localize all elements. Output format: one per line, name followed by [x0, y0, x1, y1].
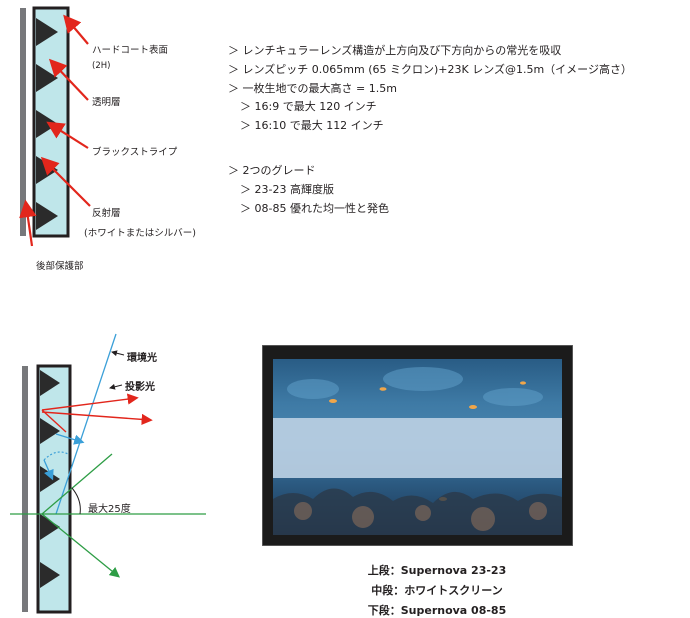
transparent-layer-label: 透明層	[92, 97, 121, 108]
grades-title: ＞ 2つのグレード	[228, 164, 316, 177]
reef-scene	[273, 367, 562, 535]
grade-item: ＞ 23-23 高輝度版	[240, 183, 334, 196]
black-stripe-label: ブラックストライプ	[92, 147, 178, 158]
ambient-ray	[55, 333, 117, 515]
rear-layer	[22, 366, 28, 612]
white-screen-band	[273, 418, 562, 478]
reflective-layer-label: 反射層	[92, 208, 121, 219]
reflection-lower	[41, 513, 121, 578]
projected-light-label: 投影光	[125, 382, 155, 393]
max-angle-label: 最大25度	[88, 504, 131, 515]
angle-arc	[71, 487, 81, 515]
reflection-upper	[41, 453, 113, 515]
screen-image	[273, 359, 562, 535]
feature-item: ＞ 16:9 で最大 120 インチ	[240, 100, 377, 113]
rear-protection-layer	[20, 8, 26, 236]
feature-item: ＞ 一枚生地での最大高さ = 1.5m	[228, 82, 397, 95]
feature-item: ＞ レンチキュラーレンズ構造が上方向及び下方向からの常光を吸収	[228, 44, 562, 57]
caption-bottom: 下段：Supernova 08-85	[367, 604, 507, 617]
layer-structure-diagram	[19, 6, 91, 247]
caption-top: 上段：Supernova 23-23	[367, 564, 507, 577]
caption-middle: 中段：ホワイトスクリーン	[371, 584, 503, 597]
ambient-light-label: 環境光	[127, 353, 157, 364]
projected-ray	[41, 393, 139, 411]
screen-comparison-photo	[262, 345, 573, 546]
grade-item: ＞ 08-85 優れた均一性と発色	[240, 202, 389, 215]
rear-protection-label: 後部保護部	[36, 261, 84, 272]
hardcoat-label: ハードコート表面	[92, 45, 169, 56]
reflective-sub-label: (ホワイトまたはシルバー)	[84, 228, 196, 239]
hardcoat-sub-label: (2H)	[92, 61, 111, 71]
feature-item: ＞ レンズピッチ 0.065mm (65 ミクロン)+23K レンズ@1.5m（…	[228, 63, 632, 76]
optics-diagram	[10, 333, 206, 614]
feature-item: ＞ 16:10 で最大 112 インチ	[240, 119, 384, 132]
